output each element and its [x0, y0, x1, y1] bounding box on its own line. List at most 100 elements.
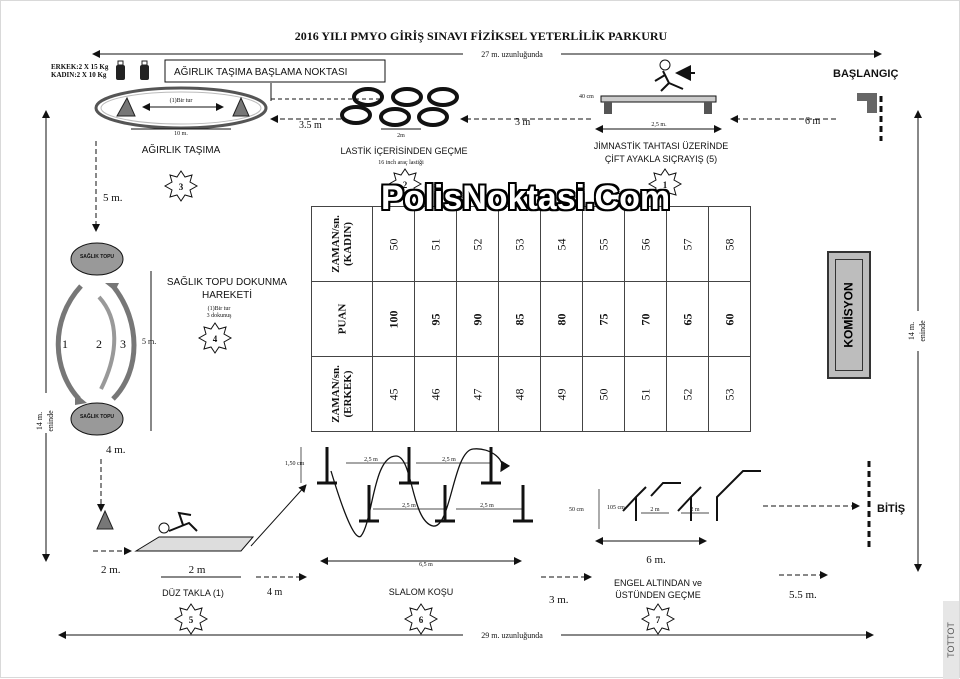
tyres: [340, 87, 459, 130]
start-marker: [857, 93, 883, 141]
watermark: PolisNoktasi.Com: [381, 179, 671, 217]
station-4-note-1: (1)Bir tur: [208, 305, 231, 312]
dist-slalom-3: 2,5 m: [402, 503, 416, 509]
row-label-male: ZAMAN/sn. (ERKEK): [311, 356, 373, 432]
table-cell: 85: [498, 281, 541, 357]
table-cell: 53: [708, 356, 751, 432]
table-cell: 70: [624, 281, 667, 357]
station-2-note: 16 inch araç lastiği: [378, 159, 424, 166]
dist-4m-left: 4 m.: [106, 444, 126, 456]
dist-3-5m: 3.5 m: [299, 120, 322, 131]
gym-board: [595, 59, 722, 133]
dist-slalom-2: 2,5 m: [442, 457, 456, 463]
left-dimension-label-2: eninde: [46, 410, 55, 432]
dist-2m-bottom: 2 m.: [101, 564, 121, 576]
table-cell: 90: [456, 281, 499, 357]
table-cell: 51: [414, 206, 457, 282]
dist-3m-bottom: 3 m.: [549, 594, 569, 606]
weight-loop-note: (1)Bir tur: [170, 97, 193, 104]
commission-box: KOMİSYON: [827, 251, 871, 379]
start-label: BAŞLANGIÇ: [833, 68, 898, 80]
station-4-label-2: HAREKETİ: [202, 288, 252, 301]
right-dimension-label-2: eninde: [918, 320, 927, 342]
table-cell: 51: [624, 356, 667, 432]
svg-text:6: 6: [419, 615, 424, 625]
table-cell: 57: [666, 206, 709, 282]
table-cell: 80: [540, 281, 583, 357]
score-table: ZAMAN/sn. (KADIN) 50 51 52 53 54 55 56 5…: [311, 206, 751, 432]
row-label-score: PUAN: [311, 281, 373, 357]
table-cell: 75: [582, 281, 625, 357]
badge-station-5: 5: [173, 603, 209, 635]
station-2-label: LASTİK İÇERİSİNDEN GEÇME: [340, 146, 467, 156]
dist-105cm: 105 cm: [607, 505, 625, 511]
commission-label: KOMİSYON: [842, 282, 856, 348]
table-row-female: ZAMAN/sn. (KADIN) 50 51 52 53 54 55 56 5…: [311, 206, 751, 282]
station-6-label: SLALOM KOŞU: [389, 587, 454, 597]
dist-2m-tyre: 2m: [397, 133, 405, 139]
finish-label: BİTİŞ: [877, 502, 905, 515]
table-cell: 48: [498, 356, 541, 432]
table-cell: 95: [414, 281, 457, 357]
badge-station-6: 6: [403, 603, 439, 635]
station-4-label-1: SAĞLIK TOPU DOKUNMA: [167, 275, 288, 288]
badge-station-1: 1: [647, 168, 683, 200]
dist-slalom-4: 2,5 m: [480, 503, 494, 509]
left-dimension-label-1: 14 m.: [35, 412, 44, 430]
svg-text:4: 4: [213, 334, 218, 344]
weight-icons: [116, 60, 149, 80]
station-1-label-2: ÇİFT AYAKLA SIÇRAYIŞ (5): [605, 154, 717, 164]
table-cell: 65: [666, 281, 709, 357]
svg-text:5: 5: [189, 615, 194, 625]
row-label-female: ZAMAN/sn. (KADIN): [311, 206, 373, 282]
badge-station-2: 2: [387, 168, 423, 200]
top-dimension-label: 27 m. uzunluğunda: [481, 50, 543, 59]
dist-5m-ball: 5 m.: [142, 337, 156, 346]
weight-carry-loop: [94, 86, 268, 130]
slalom-poles: [300, 447, 533, 565]
bottom-dimension-label: 29 m. uzunluğunda: [481, 631, 543, 640]
table-cell: 52: [666, 356, 709, 432]
station-3-label: AĞIRLIK TAŞIMA: [142, 143, 221, 156]
station-7-label-1: ENGEL ALTINDAN ve: [614, 578, 702, 588]
svg-text:7: 7: [656, 615, 661, 625]
station-5-label: DÜZ TAKLA (1): [162, 588, 224, 598]
dist-2-5m-board: 2,5 m.: [651, 122, 667, 128]
right-dimension-label-1: 14 m.: [907, 322, 916, 340]
dist-2m-hurdle-2: 2 m: [690, 507, 700, 513]
dist-6m-bottom: 6 m.: [646, 554, 666, 566]
station-7-label-2: ÜSTÜNDEN GEÇME: [615, 590, 701, 600]
ball-label-bottom: SAĞLIK TOPU: [80, 412, 114, 420]
table-row-male: ZAMAN/sn. (ERKEK) 45 46 47 48 49 50 51 5…: [311, 356, 751, 432]
badge-station-4: 4: [197, 322, 233, 354]
dist-slalom-1: 2,5 m: [364, 457, 378, 463]
dist-3m-top: 3 m: [515, 117, 531, 128]
table-row-score: PUAN 100 95 90 85 80 75 70 65 60: [311, 281, 751, 357]
weight-male: ERKEK:2 X 15 Kg: [51, 63, 109, 71]
table-cell: 47: [456, 356, 499, 432]
ball-loop-1: 1: [62, 337, 68, 351]
weight-female: KADIN:2 X 10 Kg: [51, 71, 107, 79]
hurdles: [595, 470, 761, 545]
station-1-label-1: JİMNASTİK TAHTASI ÜZERİNDE: [594, 141, 729, 151]
table-cell: 100: [372, 281, 415, 357]
table-cell: 50: [582, 356, 625, 432]
table-cell: 56: [624, 206, 667, 282]
takla-cone: [96, 509, 114, 530]
medicine-ball-area: [55, 242, 152, 436]
table-cell: 49: [540, 356, 583, 432]
dist-2m-takla: 2 m: [189, 564, 206, 576]
weight-start-box: [164, 59, 386, 83]
dist-10m: 10 m.: [174, 131, 188, 137]
dist-5m-left: 5 m.: [103, 192, 123, 204]
row-label-male-text: ZAMAN/sn. (ERKEK): [330, 365, 354, 423]
table-cell: 46: [414, 356, 457, 432]
weight-start-label: AĞIRLIK TAŞIMA BAŞLAMA NOKTASI: [174, 65, 347, 78]
dist-150cm: 1,50 cm: [285, 461, 305, 467]
dist-6m-top: 6 m: [805, 116, 821, 127]
svg-text:3: 3: [179, 182, 184, 192]
row-label-female-text: ZAMAN/sn. (KADIN): [330, 215, 354, 273]
table-cell: 45: [372, 356, 415, 432]
